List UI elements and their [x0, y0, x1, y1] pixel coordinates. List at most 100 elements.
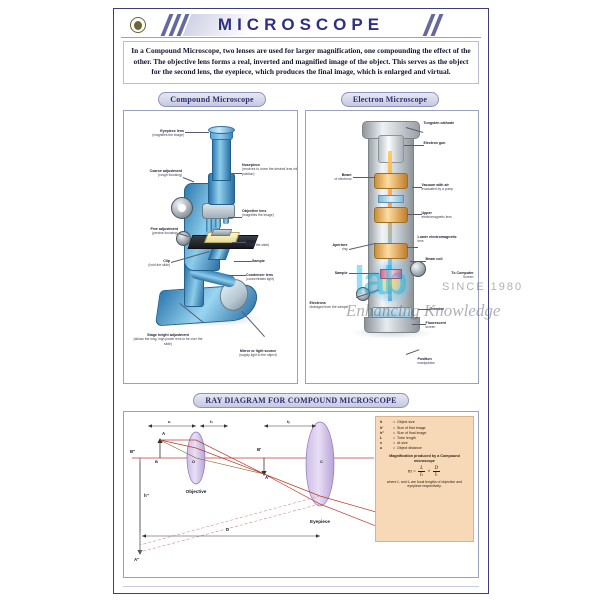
compound-microscope-label: Compound Microscope [158, 92, 266, 107]
legend-symbol: L [380, 435, 383, 440]
compound-microscope-panel: Eyepiece lens (magnifies the image) Coar… [123, 109, 298, 384]
legend-equals: = [392, 425, 396, 430]
legend-description: Size of first image [397, 425, 426, 430]
legend-description: Size of final image [397, 430, 427, 435]
legend-description: Object size [397, 420, 415, 425]
legend-equals: = [392, 435, 396, 440]
mid-lens-part [373, 206, 408, 223]
electron-beam-part [387, 150, 392, 301]
poster-sheet: MICROSCOPE In a Compound Microscope, two… [113, 8, 521, 594]
legend-row: h″ =Size of final image [380, 430, 469, 435]
callout-sample: Sample [252, 258, 265, 263]
condenser-part [207, 247, 231, 260]
coarse-knob-part [171, 196, 193, 219]
ray-diagram-title-row: RAY DIAGRAM FOR COMPOUND MICROSCOPE [123, 390, 479, 408]
formula-d2: fₑ [434, 471, 438, 477]
electron-microscope-illustration [306, 111, 479, 383]
electron-microscope-label: Electron Microscope [340, 92, 440, 107]
legend-equals: = [392, 430, 396, 435]
callout-clip: Clip (hold the slide) [148, 258, 170, 268]
ray-point-O: O [192, 458, 196, 464]
title-divider [121, 37, 481, 38]
ray-diagram-svg [132, 421, 391, 555]
formula-n2: D [432, 465, 441, 472]
legend-row: v=At size [380, 441, 469, 446]
ray-dim-f0: f₀ [210, 418, 214, 424]
electron-gun-part [377, 134, 404, 163]
bottom-divider [123, 586, 479, 587]
intro-paragraph: In a Compound Microscope, two lenses are… [123, 41, 479, 84]
callout-aperture-ring: Aperture ring [332, 242, 348, 252]
legend-row: L=Tube length [380, 435, 469, 440]
legend-row: u =Object distance [380, 446, 469, 451]
legend-row: h =Object size [380, 420, 469, 425]
legend-note: where f₀ and fₑ are focal lengths of obj… [386, 479, 463, 488]
clip-part [210, 228, 233, 236]
formula-fraction-1: L f₀ [418, 466, 426, 477]
ray-point-B: B [155, 458, 158, 464]
ray-point-A: A [162, 430, 166, 436]
ray-diagram-label: RAY DIAGRAM FOR COMPOUND MICROSCOPE [193, 393, 409, 408]
legend-equals: = [392, 446, 396, 451]
ray-point-B1: B′ [257, 446, 262, 452]
callout-position-manipulator: Position manipulator [417, 356, 435, 366]
ray-dim-h2: h″ [144, 492, 149, 498]
upper-lens-part [373, 172, 408, 189]
ray-lens-objective-label: Objective [185, 488, 207, 494]
callout-eyepiece-lens: Eyepiece lens (magnifies the image) [152, 128, 184, 138]
legend-formula-title: Magnification produced by a Compound mic… [389, 453, 460, 463]
electron-microscope-panel: Beam of electrons Aperture ring Sample E… [304, 109, 479, 384]
legend-symbol: h [380, 420, 383, 425]
callout-mirror-light-source: Mirror or light source (supply light to … [239, 348, 277, 358]
legend-equals: = [392, 420, 396, 425]
callout-fluorescent-screen: Fluorescent screen [425, 320, 446, 330]
panel-label-row: Compound Microscope Electron Microscope [123, 89, 479, 107]
slash-decoration-right [421, 14, 467, 36]
legend-description: Object distance [397, 446, 422, 451]
callout-electrons-dislodged: Electrons dislodged from the sample [309, 300, 349, 310]
page-title: MICROSCOPE [217, 15, 385, 34]
legend-symbol: u [380, 446, 383, 451]
lower-lens-part [373, 242, 408, 259]
callout-stage: Stage (holds the slide) [246, 238, 270, 248]
callout-vacuum: Vacuum with air evacuated by a pump [421, 182, 454, 192]
ray-dim-fe: fₑ [287, 418, 290, 424]
seal-emblem-icon [130, 17, 146, 33]
legend-description: At size [397, 441, 408, 446]
callout-upper-electromagnetic-lens: Upper electromagnetic lens [421, 210, 452, 220]
legend-formula: m = L f₀ × D fₑ [380, 466, 469, 477]
ray-point-B2: B″ [130, 448, 136, 454]
legend-equals: = [392, 441, 396, 446]
legend-symbol: h″ [380, 430, 384, 435]
callout-coarse-adjustment: Coarse adjustment (rough focusing) [149, 168, 182, 178]
formula-times: × [427, 469, 431, 475]
ray-diagram-panel: u f₀ fₑ D h″ A B B″ O A′ B′ A″ C Objecti… [123, 410, 479, 578]
ray-point-A1: A′ [265, 474, 270, 480]
callout-electron-gun: Electron gun [423, 140, 446, 145]
diagram-panels: Eyepiece lens (magnifies the image) Coar… [123, 109, 479, 384]
callout-lower-electromagnetic-lens: Lower electromagnetic lens [417, 234, 457, 244]
ray-dim-D: D [226, 526, 230, 532]
formula-d1: f₀ [420, 471, 424, 477]
callout-fine-adjustment: Fine adjustment (precise focusing) [150, 226, 178, 236]
callout-nosepiece: Nosepiece (revolves to move the desired … [242, 162, 298, 176]
callout-detector: Detector [429, 306, 445, 311]
aperture-part [377, 194, 404, 203]
formula-n1: L [418, 466, 426, 472]
em-sample-part [379, 268, 402, 279]
callout-condenser-lens: Condenser lens (concentrates light) [246, 272, 275, 282]
ray-dim-u: u [168, 418, 171, 424]
formula-fraction-2: D fₑ [432, 465, 441, 477]
ray-point-A2: A″ [134, 556, 140, 562]
ray-lens-eyepiece-label: Eyepiece [310, 518, 330, 524]
fine-knob-part [176, 230, 191, 246]
legend-symbol: h′ [380, 425, 384, 430]
callout-stage-height-adjustment: Stage height adjustment (allows the long… [133, 332, 203, 346]
title-bar: MICROSCOPE [117, 12, 485, 38]
compound-microscope-illustration [124, 111, 297, 383]
callout-beam-of-electrons: Beam of electrons [334, 172, 352, 182]
formula-m: m [407, 469, 412, 475]
callout-tungsten-cathode: Tungsten cathode [423, 120, 455, 125]
